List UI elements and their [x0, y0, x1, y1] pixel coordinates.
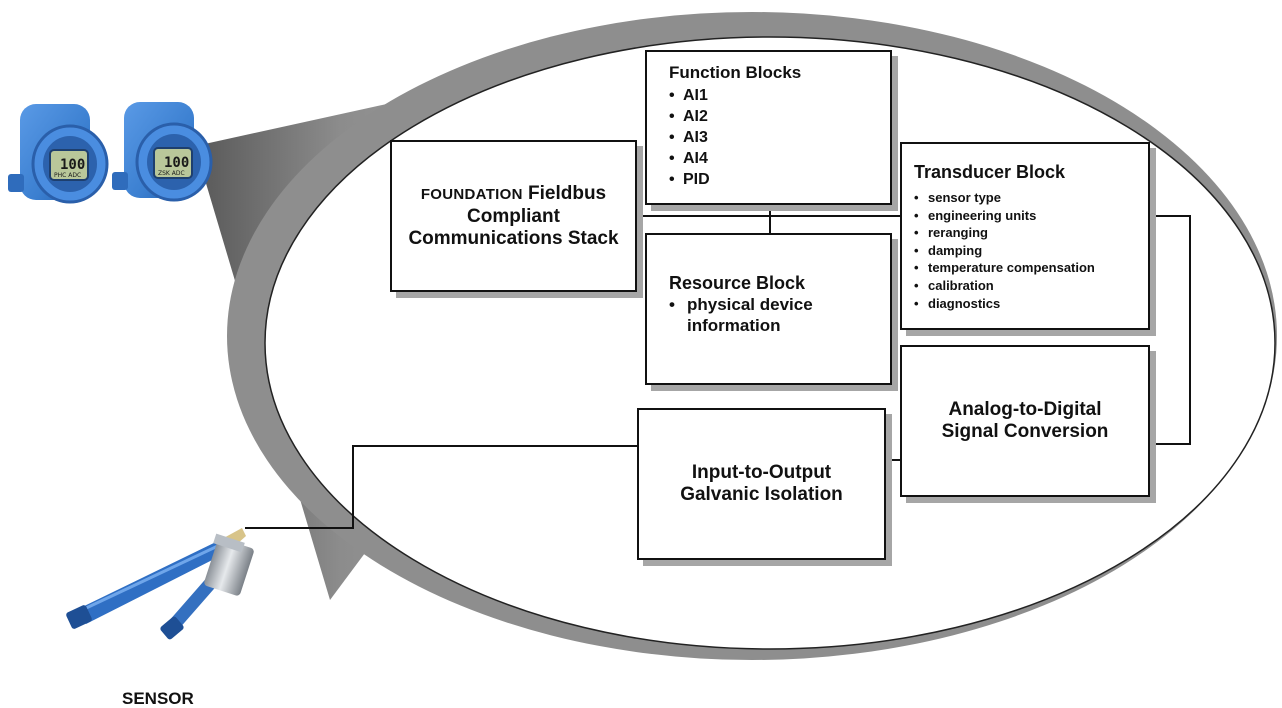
transmitter-device-2: 100 ZSK ADC — [112, 102, 213, 202]
transducer-item: reranging — [914, 224, 1148, 242]
function-block-item: AI1 — [669, 85, 890, 106]
function-block-item: AI2 — [669, 106, 890, 127]
function-blocks-box: Function Blocks AI1 AI2 AI3 AI4 PID — [645, 50, 892, 205]
lcd-reading: 100 — [164, 155, 189, 171]
resource-block-box: Resource Block • physical device informa… — [645, 233, 892, 385]
transducer-block-title: Transducer Block — [914, 162, 1066, 182]
sensor-label: SENSOR — [122, 689, 194, 708]
adc-line-1: Analog-to-Digital — [948, 399, 1102, 420]
transducer-item: diagnostics — [914, 295, 1148, 313]
stack-line-1: Foundation Fieldbus — [420, 182, 607, 204]
lcd-units: PHC ADC — [54, 172, 81, 179]
isolation-line-2: Galvanic Isolation — [680, 484, 843, 505]
connector-lines — [245, 203, 1191, 529]
adc-box: Analog-to-Digital Signal Conversion — [900, 345, 1150, 497]
transducer-block-box: Transducer Block sensor type engineering… — [900, 142, 1150, 330]
function-blocks-title: Function Blocks — [669, 63, 802, 82]
function-block-item: AI4 — [669, 148, 890, 169]
stack-line-3: Communications Stack — [408, 227, 619, 249]
conductivity-sensor-probe — [160, 533, 254, 640]
lcd-reading: 100 — [60, 157, 85, 173]
stack-line-2: Compliant — [467, 205, 560, 227]
function-block-item: PID — [669, 169, 890, 190]
function-blocks-list: AI1 AI2 AI3 AI4 PID — [669, 85, 890, 190]
lcd-units: ZSK ADC — [158, 170, 185, 177]
function-block-item: AI3 — [669, 127, 890, 148]
transducer-item: temperature compensation — [914, 259, 1148, 277]
transducer-item: damping — [914, 242, 1148, 260]
transducer-item: engineering units — [914, 207, 1148, 225]
communications-stack-box: Foundation Fieldbus Compliant Communicat… — [390, 140, 637, 292]
transmitter-device-1: 100 PHC ADC — [8, 104, 109, 204]
adc-line-2: Signal Conversion — [941, 421, 1109, 442]
transducer-item: sensor type — [914, 189, 1148, 207]
galvanic-isolation-box: Input-to-Output Galvanic Isolation — [637, 408, 886, 560]
line-transducer-to-adc-loop — [1148, 215, 1191, 445]
foundation-smallcaps: Foundation — [420, 185, 523, 203]
sensor-probes — [66, 528, 254, 640]
line-sensor-to-isolation — [245, 445, 640, 529]
isolation-line-1: Input-to-Output — [691, 462, 832, 483]
transducer-block-list: sensor type engineering units reranging … — [914, 189, 1148, 312]
resource-block-item: • physical device information — [669, 295, 813, 335]
transducer-item: calibration — [914, 277, 1148, 295]
resource-block-title: Resource Block — [669, 273, 806, 293]
